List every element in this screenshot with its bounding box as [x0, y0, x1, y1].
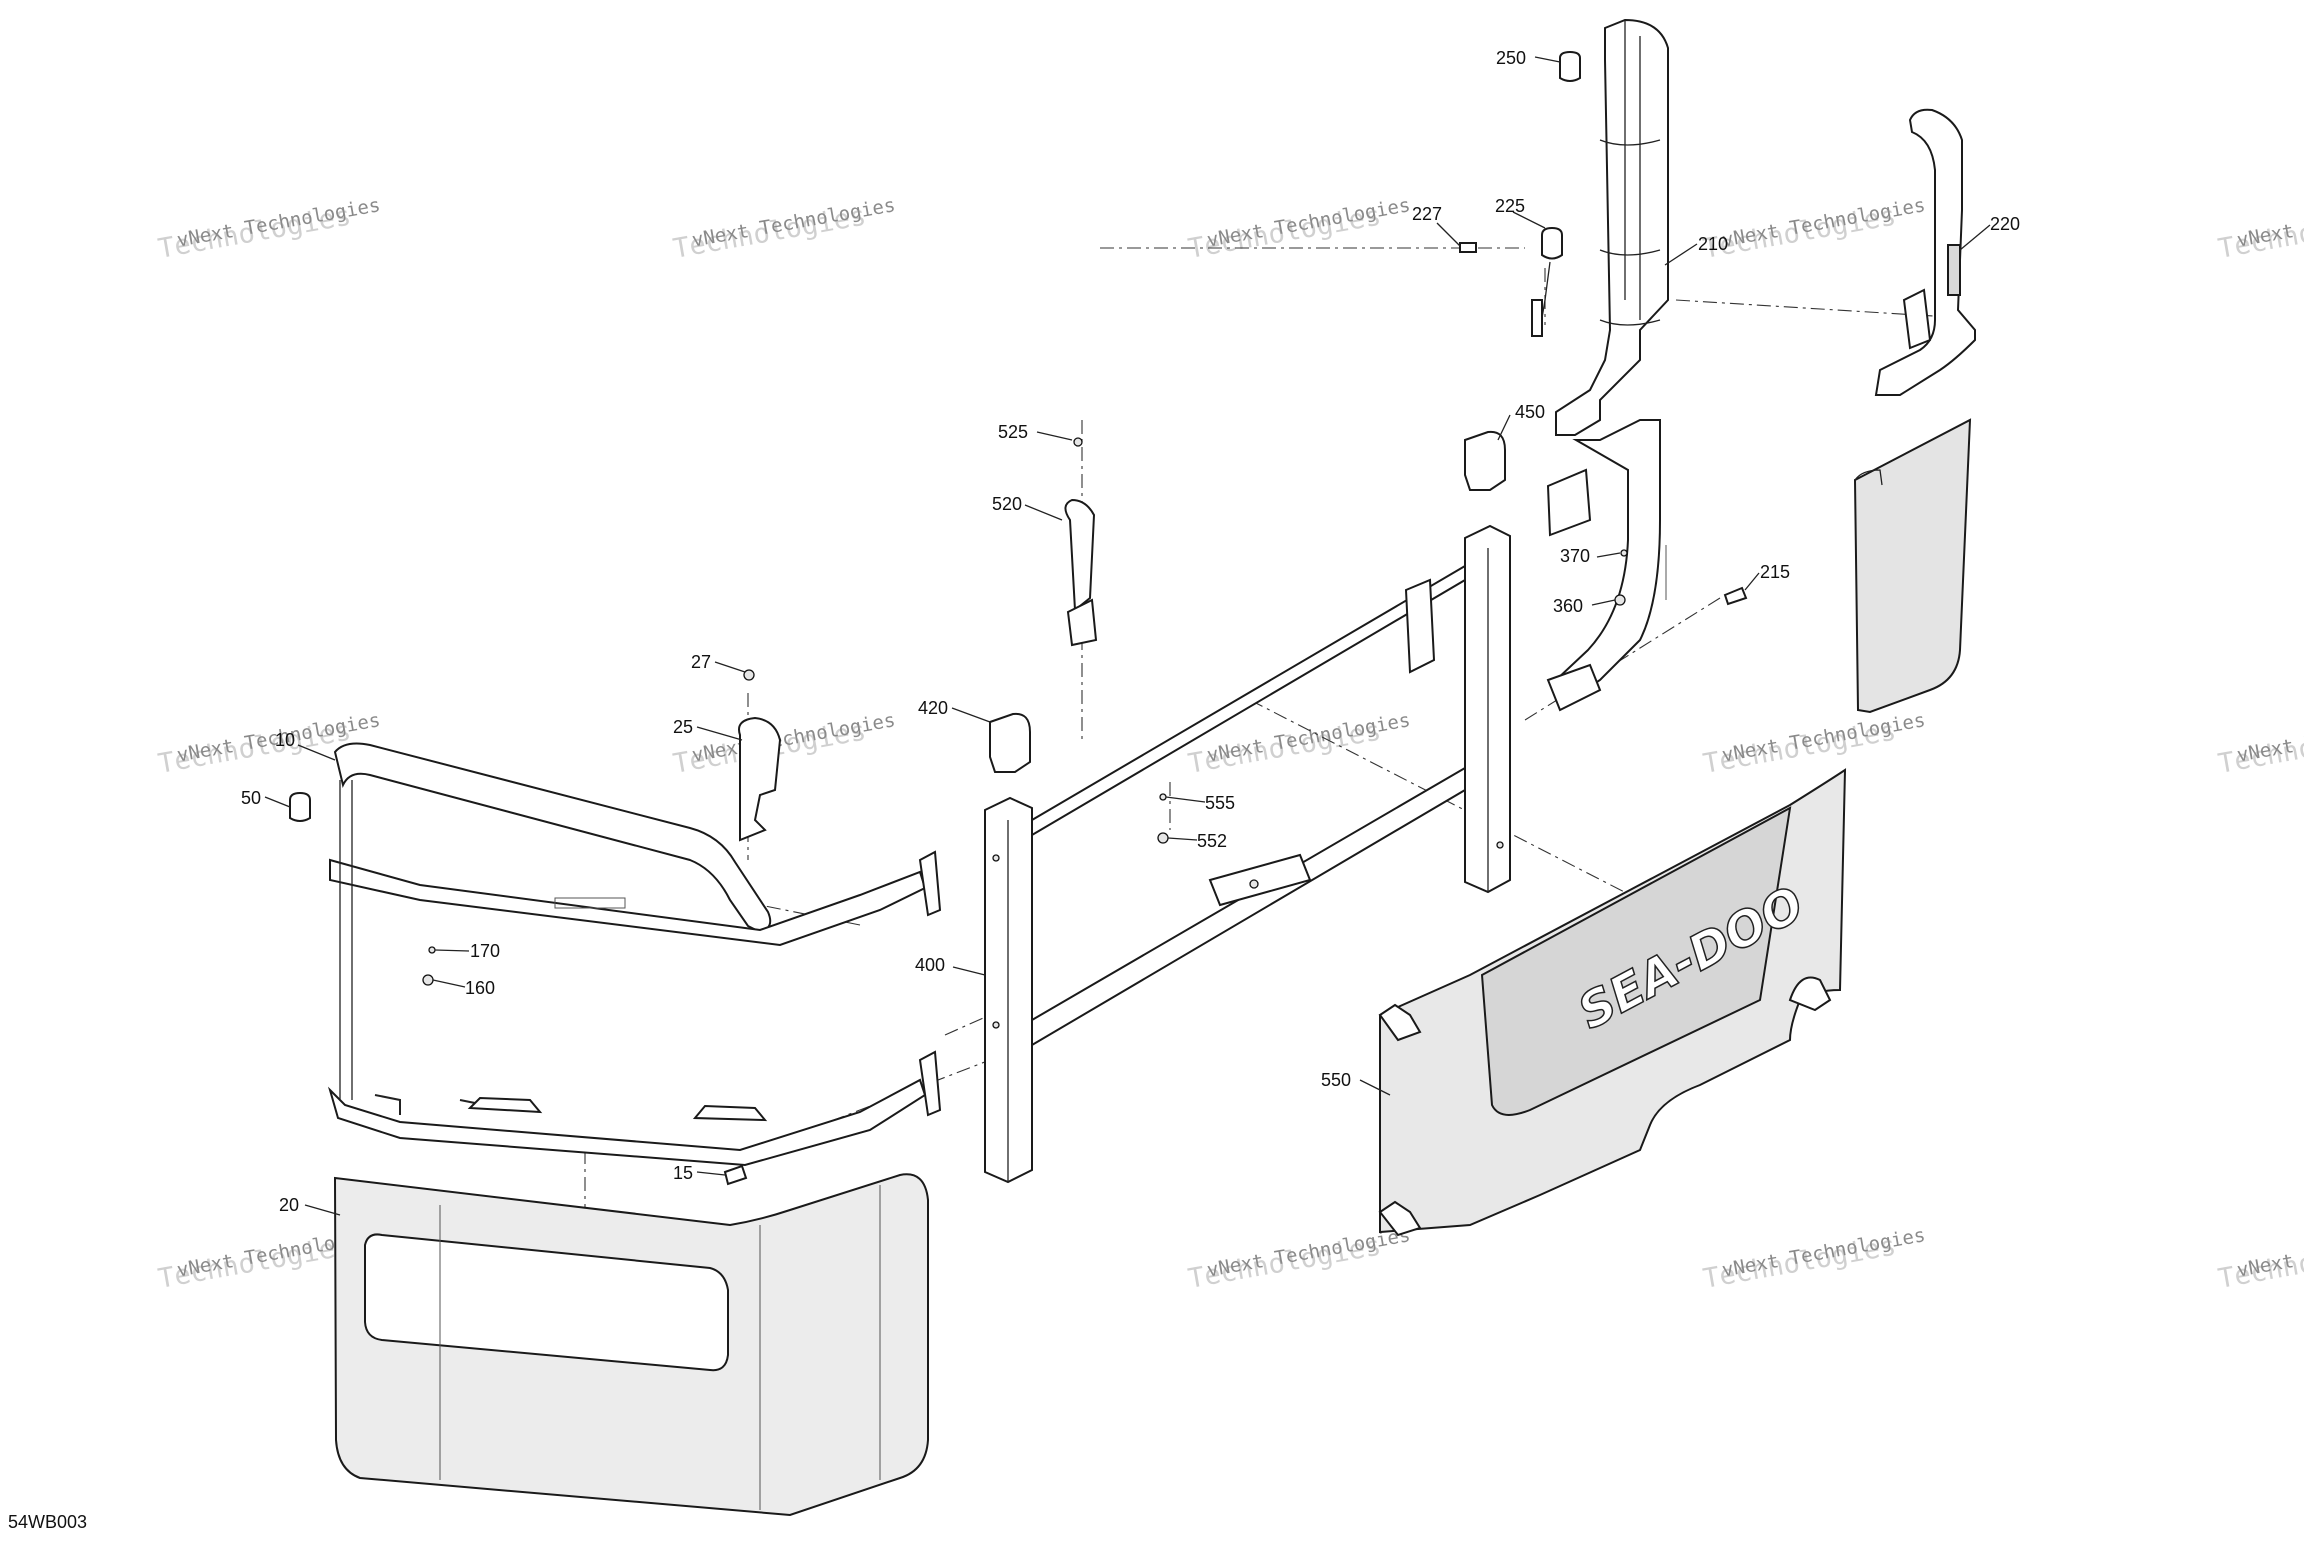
part-420-end-cap	[989, 712, 1031, 773]
watermark-tile: Technologies vNext Technologies	[2216, 194, 2304, 265]
watermark-tile: Technologies vNext Technologies	[1701, 709, 1927, 780]
callout-25: 25	[673, 717, 693, 737]
part-210-grab-handle	[1546, 18, 1669, 712]
part-25-bracket	[738, 716, 782, 842]
callout-552: 552	[1197, 831, 1227, 851]
callout-10: 10	[275, 730, 295, 750]
part-555-screw	[1159, 793, 1167, 801]
part-400-main-frame	[984, 524, 1511, 1184]
watermark-tile: Technologies vNext Technologies	[1186, 1224, 1412, 1295]
part-160-washer	[422, 974, 434, 986]
callout-160: 160	[465, 978, 495, 998]
leader-lines	[264, 56, 1991, 1216]
callout-20: 20	[279, 1195, 299, 1215]
callout-15: 15	[673, 1163, 693, 1183]
part-10-front-frame	[327, 742, 942, 1167]
part-220-side-handle	[1853, 108, 1976, 714]
callout-215: 215	[1760, 562, 1790, 582]
callout-227: 227	[1412, 204, 1442, 224]
part-20-front-cover	[333, 1173, 929, 1517]
callout-210: 210	[1698, 234, 1728, 254]
part-525-washer	[1073, 437, 1083, 447]
part-360-washer	[1614, 594, 1626, 606]
watermark-tile: Technologies vNext Technologies	[671, 709, 897, 780]
watermark-tile: Technologies vNext Technologies	[671, 194, 897, 265]
part-250-cap	[1559, 50, 1581, 82]
part-227-screw	[1459, 242, 1477, 253]
part-520-strap	[1064, 498, 1096, 612]
watermark-tile: Technologies vNext Technologies	[2216, 709, 2304, 780]
callout-525: 525	[998, 422, 1028, 442]
small-parts	[289, 50, 1748, 1186]
part-370-screw	[1620, 549, 1628, 557]
callout-50: 50	[241, 788, 261, 808]
callout-360: 360	[1553, 596, 1583, 616]
part-450-end-cap	[1464, 430, 1506, 491]
callout-225: 225	[1495, 196, 1525, 216]
part-220-handle-slot	[1947, 244, 1961, 296]
callout-370: 370	[1560, 546, 1590, 566]
part-552-washer	[1157, 832, 1169, 844]
callout-420: 420	[918, 698, 948, 718]
watermark-tile: Technologies vNext Technologies	[1701, 1224, 1927, 1295]
callout-27: 27	[691, 652, 711, 672]
watermark-tile: Technologies vNext Technologies	[1186, 194, 1412, 265]
part-50-cap	[289, 791, 311, 822]
callout-400: 400	[915, 955, 945, 975]
callout-labels: 250 227 225 210 220 525 450 520 370 360 …	[241, 48, 2020, 1215]
watermark-tile: Technologies vNext Technologies	[2216, 1224, 2304, 1295]
callout-250: 250	[1496, 48, 1526, 68]
part-170-screw	[428, 946, 436, 954]
diagram-code: 54WB003	[8, 1512, 87, 1532]
callout-555: 555	[1205, 793, 1235, 813]
watermark-tile: Technologies vNext Technologies	[156, 194, 382, 265]
watermark-tile: Technologies vNext Technologies	[1701, 194, 1927, 265]
part-215-screw	[1723, 586, 1748, 606]
part-225-cap	[1541, 226, 1563, 260]
part-550-rear-cover	[1378, 768, 1847, 1237]
callout-450: 450	[1515, 402, 1545, 422]
callout-170: 170	[470, 941, 500, 961]
part-15-screw	[723, 1164, 748, 1186]
callout-220: 220	[1990, 214, 2020, 234]
callout-550: 550	[1321, 1070, 1351, 1090]
part-27-washer	[743, 669, 755, 681]
callout-520: 520	[992, 494, 1022, 514]
